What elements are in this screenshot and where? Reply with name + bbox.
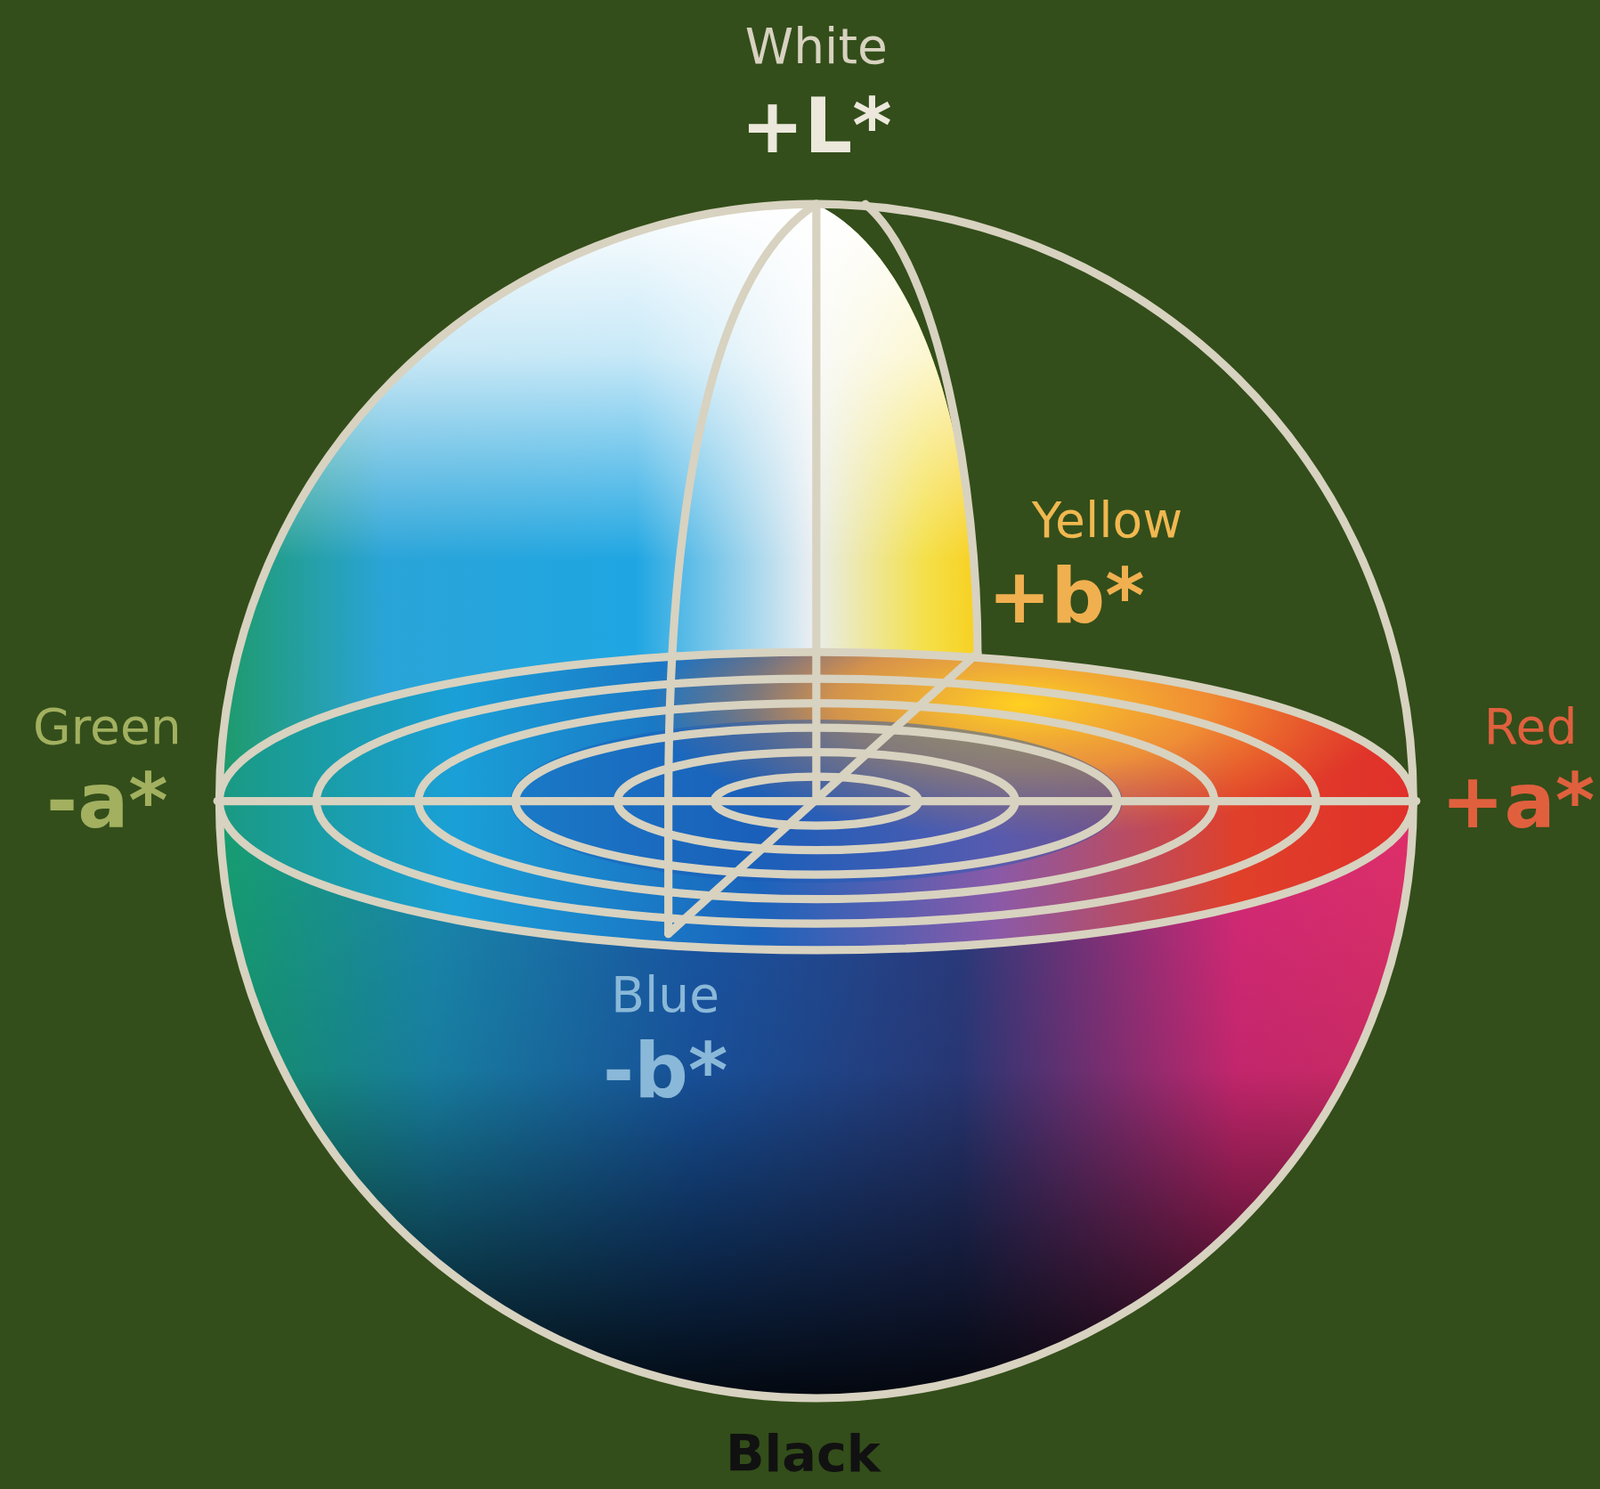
pole-name: White — [745, 18, 888, 74]
pole-name: Black — [725, 1426, 881, 1483]
axis-symbol: +L* — [740, 84, 892, 168]
axis-name: Blue — [610, 967, 720, 1023]
axis-symbol: -a* — [46, 759, 169, 843]
axis-symbol: +b* — [988, 555, 1146, 639]
axis-name: Yellow — [1031, 493, 1183, 548]
axis-symbol: -b* — [602, 1030, 728, 1113]
axis-name: Green — [32, 699, 182, 755]
axis-symbol: +a* — [1440, 759, 1595, 843]
axis-name: Red — [1484, 699, 1578, 755]
